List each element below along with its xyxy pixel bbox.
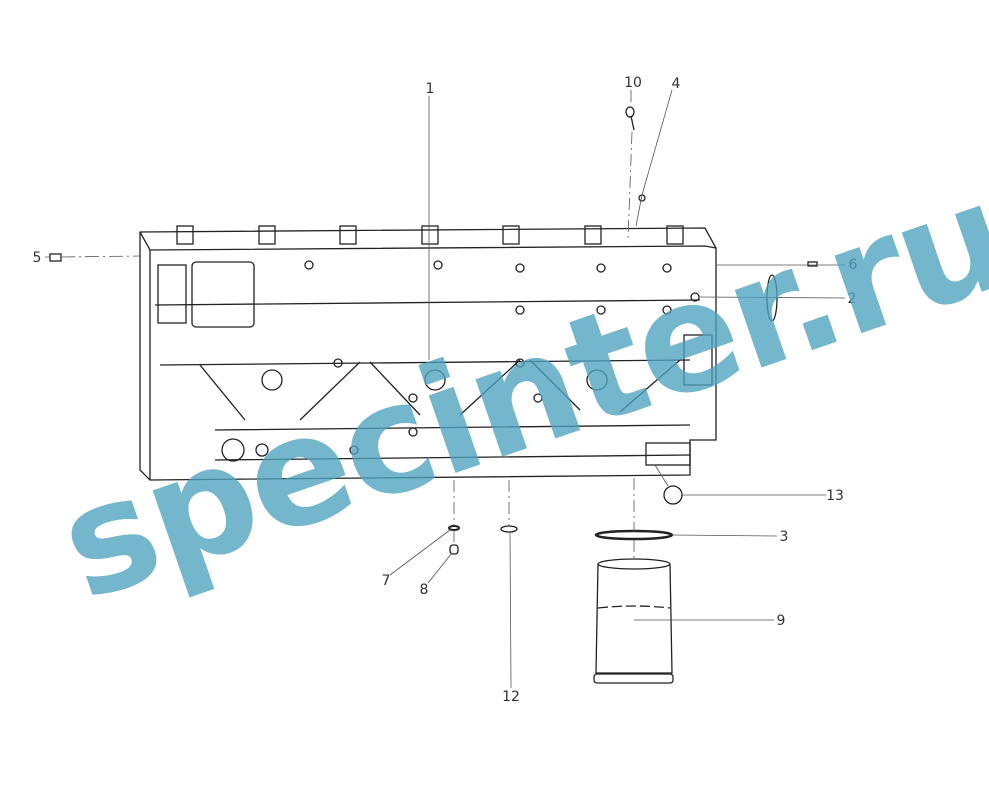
parts xyxy=(49,106,818,684)
bolt-hole xyxy=(662,305,672,315)
callout-4: 4 xyxy=(672,76,681,92)
bolt-hole xyxy=(515,358,525,368)
callout-7: 7 xyxy=(382,573,391,589)
bolt-hole xyxy=(304,260,314,270)
callout-10: 10 xyxy=(624,75,642,91)
bolt-hole xyxy=(662,263,672,273)
part-7-washer xyxy=(448,525,460,531)
callout-labels: 1 10 4 5 6 2 13 3 9 7 8 12 xyxy=(33,75,858,705)
callout-13: 13 xyxy=(826,488,844,504)
part-3-seal-ring xyxy=(594,529,674,541)
head-bolt xyxy=(176,225,194,245)
callout-1: 1 xyxy=(426,81,435,97)
bolt-hole xyxy=(596,263,606,273)
bolt-hole xyxy=(433,260,443,270)
bolt-hole xyxy=(515,263,525,273)
head-bolt xyxy=(339,225,357,245)
head-bolt xyxy=(584,225,602,245)
part-2-cover xyxy=(766,274,778,322)
bolt-hole xyxy=(533,393,543,403)
bolt-hole xyxy=(333,358,343,368)
engine-block xyxy=(139,225,717,481)
part-8-plug xyxy=(449,544,459,555)
part-10-dipstick xyxy=(625,106,635,131)
callout-12: 12 xyxy=(502,689,520,705)
head-bolt xyxy=(666,225,684,245)
part-12-pin xyxy=(500,525,518,533)
bolt-hole xyxy=(408,393,418,403)
bolt-hole xyxy=(690,292,700,302)
bolt-hole xyxy=(515,305,525,315)
bolt-hole xyxy=(349,445,359,455)
part-9-filter xyxy=(593,558,674,684)
callout-2: 2 xyxy=(848,291,857,307)
callout-8: 8 xyxy=(420,582,429,598)
bolt-hole xyxy=(596,305,606,315)
part-6-pin xyxy=(807,261,818,267)
head-bolt xyxy=(421,225,439,245)
bolt-hole xyxy=(408,427,418,437)
callout-3: 3 xyxy=(780,529,789,545)
callout-6: 6 xyxy=(849,257,858,273)
callout-9: 9 xyxy=(777,613,786,629)
callout-5: 5 xyxy=(33,250,42,266)
head-bolt xyxy=(258,225,276,245)
part-5-plug xyxy=(49,253,62,262)
head-bolt xyxy=(502,225,520,245)
part-13-plug xyxy=(663,485,683,505)
leader-lines xyxy=(45,89,846,689)
